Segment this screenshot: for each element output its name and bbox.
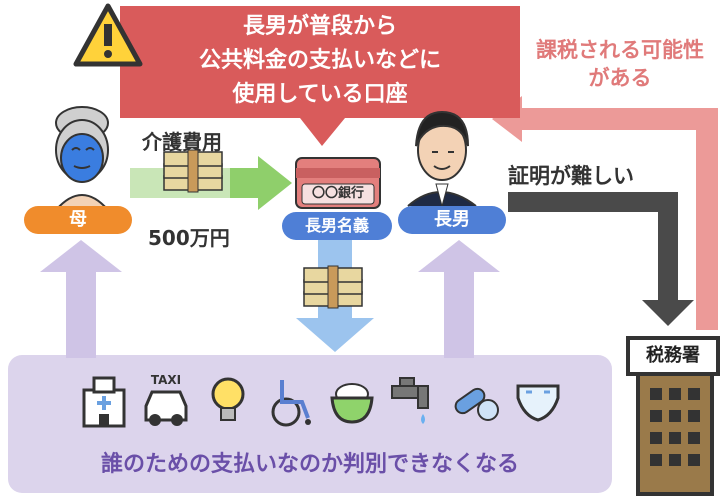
son-label: 長男 xyxy=(398,206,506,234)
son-icon xyxy=(407,110,477,208)
medicine-capsule-icon xyxy=(454,387,499,421)
mother-icon xyxy=(55,106,109,211)
taxi-icon: TAXI xyxy=(144,373,188,426)
water-faucet-icon xyxy=(391,377,429,424)
warning-icon xyxy=(73,3,143,67)
diaper-icon xyxy=(516,384,560,422)
lavender-up-arrows xyxy=(40,240,500,358)
proof-arrow xyxy=(508,192,694,326)
money-stack-icon xyxy=(163,149,223,193)
mother-label: 母 xyxy=(24,206,132,234)
tax-note-line-1: 課税される可能性 xyxy=(536,38,704,62)
callout-bubble xyxy=(120,6,520,146)
expense-icons-row: TAXI xyxy=(78,372,598,434)
bottom-message: 誰のための支払いなのか判別できなくなる xyxy=(100,452,519,477)
rice-bowl-icon xyxy=(330,383,374,424)
bank-card-icon xyxy=(295,157,381,209)
transfer-title: 介護費用 xyxy=(142,130,222,154)
proof-note: 証明が難しい xyxy=(508,164,634,188)
tax-arrow xyxy=(492,96,718,330)
bank-name-text: 〇〇銀行 xyxy=(311,186,364,201)
wheelchair-icon xyxy=(271,380,311,427)
tax-note-line-2: がある xyxy=(588,66,652,90)
tax-office-label: 税務署 xyxy=(646,345,700,366)
callout-line-1: 長男が普段から xyxy=(242,14,397,39)
tax-office-building-icon xyxy=(626,336,720,496)
transfer-amount: 500万円 xyxy=(148,226,230,250)
hospital-icon xyxy=(82,376,126,428)
callout-text: 長男が普段から 公共料金の支払いなどに 使用している口座 xyxy=(120,10,520,112)
tax-note: 課税される可能性 がある xyxy=(520,36,720,92)
callout-line-2: 公共料金の支払いなどに xyxy=(198,48,441,73)
money-stack-icon-2 xyxy=(303,265,363,309)
taxi-sign-text: TAXI xyxy=(151,373,181,387)
callout-line-3: 使用している口座 xyxy=(232,82,408,107)
account-owner-label: 長男名義 xyxy=(282,212,392,240)
light-bulb-icon xyxy=(211,377,245,421)
